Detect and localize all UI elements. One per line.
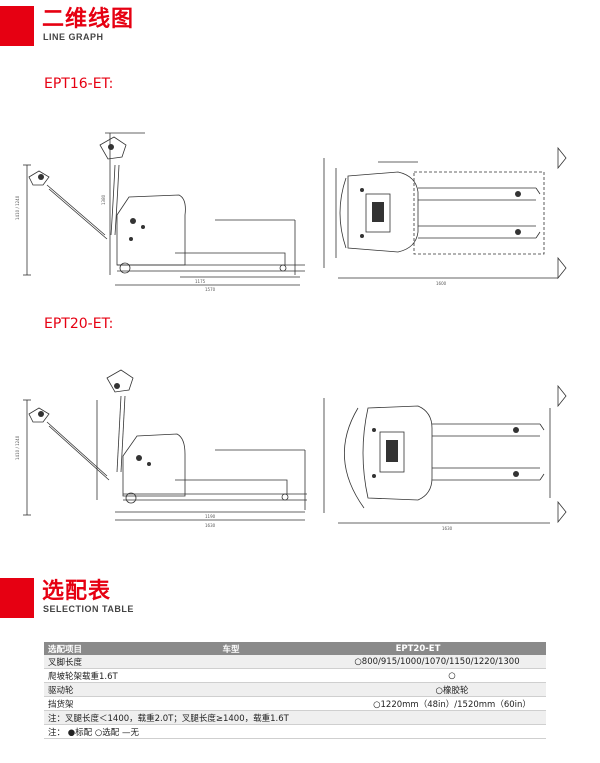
ept20-top-view-drawing: 1630 — [323, 384, 567, 531]
selection-red-bar — [0, 578, 34, 618]
line-graph-subtitle: LINE GRAPH — [43, 32, 104, 42]
svg-text:1630: 1630 — [205, 523, 216, 528]
selection-title: 选配表 — [42, 578, 112, 603]
table-row: 注： ●标配 ○选配 —无 — [44, 724, 546, 739]
svg-text:1630: 1630 — [442, 526, 453, 531]
selection-subtitle: SELECTION TABLE — [43, 604, 134, 614]
selection-table-header: 选配表 SELECTION TABLE — [0, 578, 300, 618]
row-item: 叉脚长度 — [44, 655, 172, 669]
line-graph-title: 二维线图 — [42, 6, 135, 31]
row-item: 挡货架 — [44, 696, 172, 711]
header-model: EPT20-ET — [290, 642, 546, 655]
svg-text:1175: 1175 — [195, 279, 206, 284]
table-row: 叉脚长度 ○800/915/1000/1070/1150/1220/1300 — [44, 655, 546, 669]
table-header-row: 选配项目 车型 EPT20-ET — [44, 642, 546, 655]
row-note: 注：叉腿长度＜1400，载重2.0T；叉腿长度≥1400，载重1.6T — [44, 710, 546, 725]
ept20-side-view-drawing: 1410 / 1240 1190 1630 — [15, 369, 307, 528]
header-type: 车型 — [172, 642, 290, 655]
model-label-ept20: EPT20-ET: — [44, 316, 114, 332]
svg-text:1380: 1380 — [101, 194, 106, 205]
svg-text:1570: 1570 — [205, 287, 216, 292]
row-item: 爬坡轮架载重1.6T — [44, 668, 172, 683]
svg-text:1410 / 1240: 1410 / 1240 — [15, 435, 20, 460]
table-row: 挡货架 ○1220mm（48in）/1520mm（60in） — [44, 696, 546, 711]
row-legend: 注： ●标配 ○选配 —无 — [44, 724, 546, 739]
line-graph-red-bar — [0, 6, 34, 46]
svg-text:1190: 1190 — [205, 514, 216, 519]
header-item: 选配项目 — [44, 642, 172, 655]
svg-text:1410 / 1240: 1410 / 1240 — [15, 195, 20, 220]
svg-text:1600: 1600 — [436, 281, 447, 286]
table-row: 注：叉腿长度＜1400，载重2.0T；叉腿长度≥1400，载重1.6T — [44, 710, 546, 725]
table-row: 爬坡轮架载重1.6T ○ — [44, 668, 546, 683]
model-label-ept16: EPT16-ET: — [44, 76, 114, 92]
table-row: 驱动轮 ○橡胶轮 — [44, 682, 546, 697]
row-item: 驱动轮 — [44, 682, 172, 697]
row-value: ○ — [172, 668, 546, 683]
row-value: ○800/915/1000/1070/1150/1220/1300 — [172, 655, 546, 669]
row-value: ○1220mm（48in）/1520mm（60in） — [172, 696, 546, 711]
line-graph-header: 二维线图 LINE GRAPH — [0, 6, 300, 46]
ept16-top-view-drawing: 1600 — [323, 146, 567, 286]
ept16-side-view-drawing: 1410 / 1240 1380 1175 1570 — [15, 132, 305, 292]
row-value: ○橡胶轮 — [172, 682, 546, 697]
selection-table: 选配项目 车型 EPT20-ET 叉脚长度 ○800/915/1000/1070… — [44, 642, 546, 739]
